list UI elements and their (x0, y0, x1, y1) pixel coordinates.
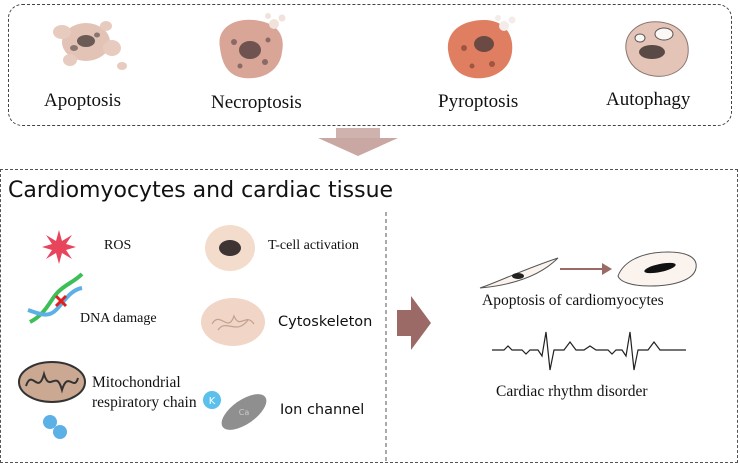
transition-arrow (560, 263, 612, 275)
autophagic-cell-icon (625, 21, 689, 77)
section-divider (385, 212, 387, 462)
apoptotic-cardiomyocyte-icon (617, 251, 697, 287)
potassium-ion-label: K (209, 396, 216, 407)
cell-death-panel (8, 4, 732, 126)
mitochondria-icon (18, 361, 86, 439)
outcome-label-apoptosis: Apoptosis of cardiomyocytes (482, 292, 664, 309)
dna-helix-icon (27, 272, 84, 324)
flow-down-arrow (318, 128, 398, 156)
factor-label-cytoskeleton: Cytoskeleton (278, 314, 373, 330)
outcome-label-rhythm-disorder: Cardiac rhythm disorder (496, 383, 648, 400)
calcium-ion-label: Ca (239, 408, 250, 417)
cell-death-label-necroptosis: Necroptosis (211, 92, 302, 113)
factor-label-t-cell-activation: T-cell activation (268, 238, 359, 253)
ecg-trace-icon (492, 331, 686, 371)
factor-label-ros: ROS (104, 238, 132, 253)
section-title: Cardiomyocytes and cardiac tissue (8, 178, 394, 203)
cell-death-label-apoptosis: Apoptosis (44, 90, 122, 111)
ros-burst-icon (42, 230, 76, 264)
apoptotic-cell-icon (53, 21, 127, 70)
healthy-cardiomyocyte-icon (479, 257, 559, 289)
cytoskeleton-icon (201, 298, 265, 346)
cell-death-label-autophagy: Autophagy (606, 89, 691, 110)
outcome-arrow (397, 296, 431, 350)
cardiomyocytes-panel (0, 169, 738, 463)
pyroptotic-cell-icon (447, 15, 516, 79)
factor-label-mitochondrial: Mitochondrial (92, 374, 181, 391)
ion-channel-icon: K Ca (203, 391, 267, 430)
factor-label-dna-damage: DNA damage (80, 311, 157, 326)
cell-death-label-pyroptosis: Pyroptosis (438, 91, 519, 112)
factor-label-respiratory-chain: respiratory chain (92, 394, 197, 411)
factor-label-ion-channel: Ion channel (280, 402, 365, 418)
t-cell-icon (205, 225, 255, 271)
necroptotic-cell-icon (219, 13, 286, 79)
